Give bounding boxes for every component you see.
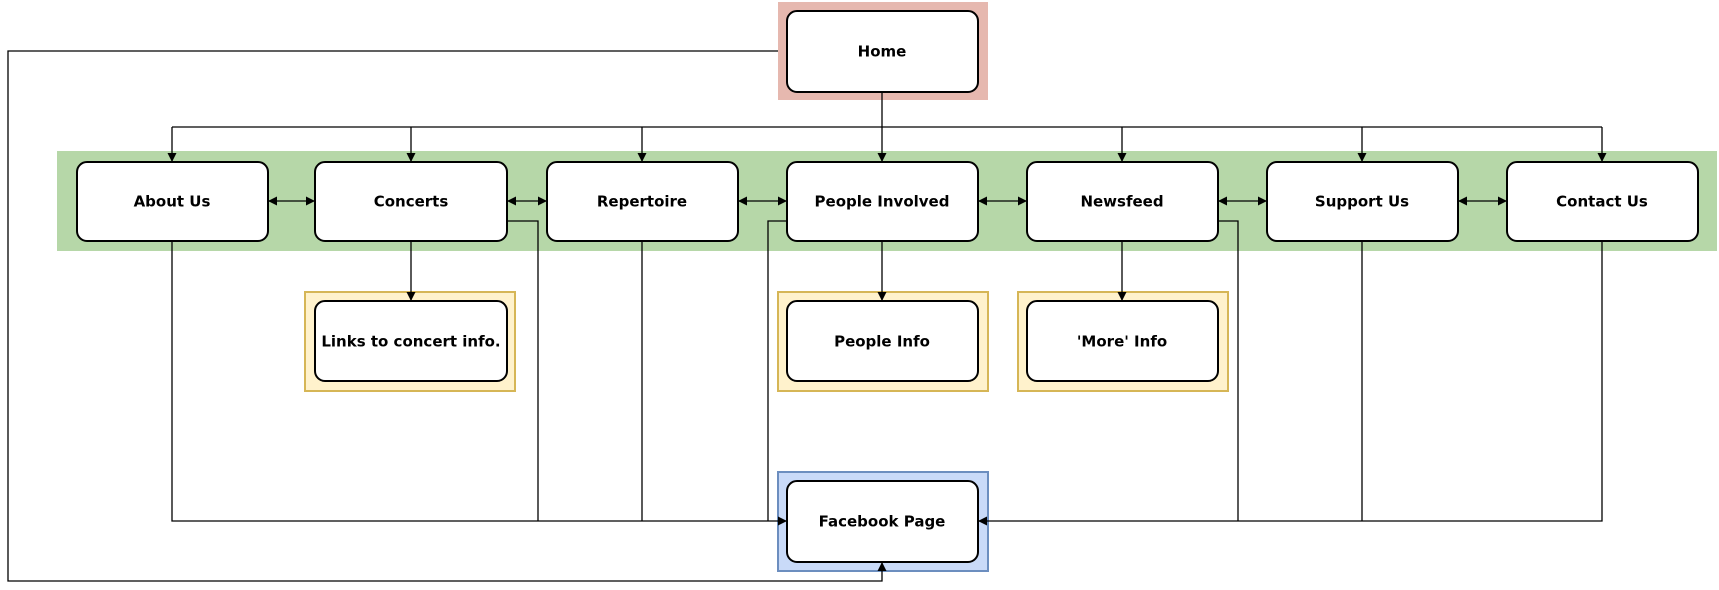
node-newsfeed-label: Newsfeed: [1080, 193, 1163, 211]
node-concerts-label: Concerts: [374, 193, 449, 211]
connectors: [7, 50, 1607, 582]
node-newsfeed: Newsfeed: [1026, 161, 1219, 242]
node-contact-us-label: Contact Us: [1556, 193, 1648, 211]
node-about-us-label: About Us: [134, 193, 211, 211]
node-about-us: About Us: [76, 161, 269, 242]
node-home: Home: [786, 10, 979, 93]
node-repertoire-label: Repertoire: [597, 193, 687, 211]
node-support-us-label: Support Us: [1315, 193, 1409, 211]
node-people-involved-label: People Involved: [815, 193, 950, 211]
node-people-info-label: People Info: [834, 333, 930, 351]
node-concerts: Concerts: [314, 161, 508, 242]
node-facebook-page: Facebook Page: [786, 480, 979, 563]
node-facebook-page-label: Facebook Page: [819, 513, 946, 531]
node-concert-links-label: Links to concert info.: [321, 333, 500, 351]
node-more-info: 'More' Info: [1026, 300, 1219, 382]
node-contact-us: Contact Us: [1506, 161, 1699, 242]
node-support-us: Support Us: [1266, 161, 1459, 242]
node-repertoire: Repertoire: [546, 161, 739, 242]
node-more-info-label: 'More' Info: [1077, 333, 1167, 351]
node-people-info: People Info: [786, 300, 979, 382]
node-home-label: Home: [858, 43, 907, 61]
node-people-involved: People Involved: [786, 161, 979, 242]
node-concert-links: Links to concert info.: [314, 300, 508, 382]
